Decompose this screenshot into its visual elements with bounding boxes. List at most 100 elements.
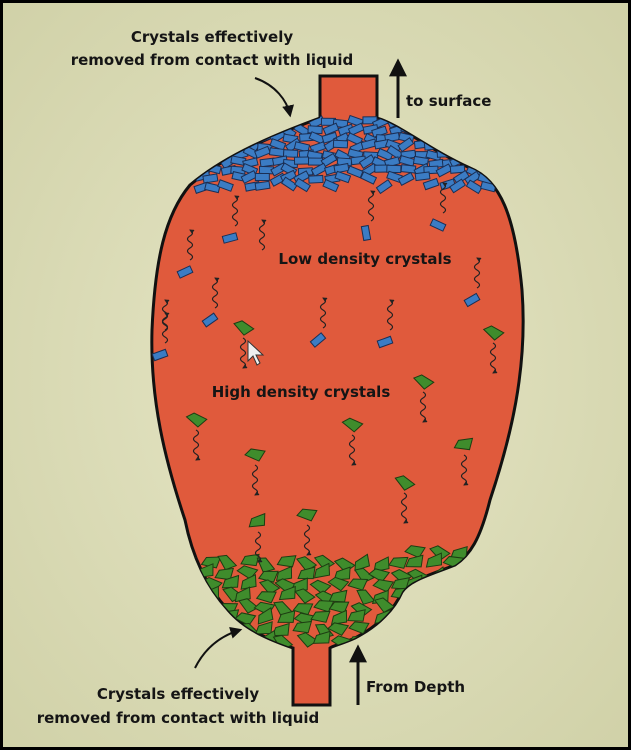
motion-arrow [319,297,328,329]
high-density-crystal [388,556,409,569]
high-density-crystal [482,325,505,341]
high-density-crystal [257,607,274,625]
low-density-crystal [375,179,393,195]
high-density-crystal [453,437,474,451]
high-density-crystal [373,556,390,573]
low-density-crystal [280,176,298,192]
high-density-crystal [276,555,297,568]
from-depth-label: From Depth [366,678,465,696]
low-density-crystal [397,171,415,186]
low-density-crystal [221,232,239,244]
high-density-crystal [255,591,277,604]
motion-arrow [460,454,469,486]
low-density-crystal [449,178,467,194]
high-density-crystal [185,412,208,428]
high-density-crystal [372,579,395,593]
low-density-crystal [332,139,349,149]
to-surface-label: to surface [406,92,491,110]
low-density-crystal [217,179,234,192]
high-density-crystal [327,576,350,592]
low-density-crystal [268,147,285,158]
low-density-crystal [308,174,324,184]
low-density-crystal [254,180,271,191]
motion-arrow [251,464,260,496]
top-caption-line1: Crystals effectively [131,28,293,46]
low-density-crystal [293,156,310,165]
high-density-crystal [354,553,371,572]
low-density-crystal [322,178,340,193]
high-density-crystal [294,588,316,604]
high-density-crystal [295,556,318,572]
high-density-crystal [292,620,313,634]
motion-arrow [192,429,201,461]
high-density-crystal [277,610,296,623]
low-density-crystal [254,172,270,182]
low-density-crystal [452,169,470,185]
low-density-label: Low density crystals [278,250,451,268]
high-density-crystal [296,508,318,522]
low-density-crystal [282,149,299,158]
high-density-crystal [313,562,331,579]
motion-arrow [211,277,220,309]
high-density-crystal [330,609,348,626]
high-density-crystal [221,574,240,589]
high-density-crystal [248,512,266,528]
high-density-crystal [425,552,442,568]
high-density-crystal [347,578,369,591]
motion-arrow [161,299,170,331]
low-density-crystal [307,157,324,166]
mouse-cursor-icon [247,339,265,366]
low-density-crystal [376,147,394,162]
motion-arrow [254,531,263,563]
high-density-crystal [312,630,331,644]
motion-arrow [348,434,357,466]
low-density-crystal [333,162,350,174]
low-density-crystal [449,164,466,174]
low-density-crystal [346,165,364,179]
high-density-crystal [240,573,257,590]
low-density-crystal [429,218,447,232]
bottom-curved-arrow [194,627,243,669]
low-density-crystal [412,155,429,167]
high-density-crystal [405,554,424,568]
low-density-crystal [360,224,372,242]
low-density-crystal [202,173,219,184]
high-density-crystal [275,565,293,582]
high-density-crystal [394,475,416,491]
motion-arrow [473,257,482,289]
motion-arrow [367,190,376,222]
high-density-label: High density crystals [212,383,391,401]
high-density-crystal [404,545,426,559]
low-density-crystal [294,177,311,193]
low-density-crystal [322,122,340,136]
motion-arrow [439,182,448,214]
low-density-crystal [309,332,327,348]
high-density-crystal [328,601,350,614]
high-density-crystal [240,553,260,567]
low-density-crystal [397,137,415,153]
bottom-caption-line1: Crystals effectively [97,685,259,703]
high-density-crystal [412,374,435,390]
high-density-crystal [347,609,366,622]
high-density-crystal [310,610,331,623]
high-density-crystal [244,448,266,462]
motion-arrow [489,342,498,374]
low-density-crystal [422,177,440,191]
low-density-crystal [360,170,378,185]
low-density-crystal [151,348,169,362]
low-density-crystal [463,292,481,308]
motion-arrow [258,219,267,251]
high-density-crystal [309,579,332,595]
high-density-crystal [341,417,364,433]
high-density-crystal [214,567,235,581]
low-density-crystal [439,178,457,191]
top-caption-line2: removed from contact with liquid [71,51,354,69]
high-density-crystal [354,567,375,584]
bottom-caption-line2: removed from contact with liquid [37,709,320,727]
high-density-crystal [233,320,255,336]
low-density-crystal [358,154,376,169]
low-density-crystal [176,265,194,279]
low-density-crystal [347,122,365,137]
